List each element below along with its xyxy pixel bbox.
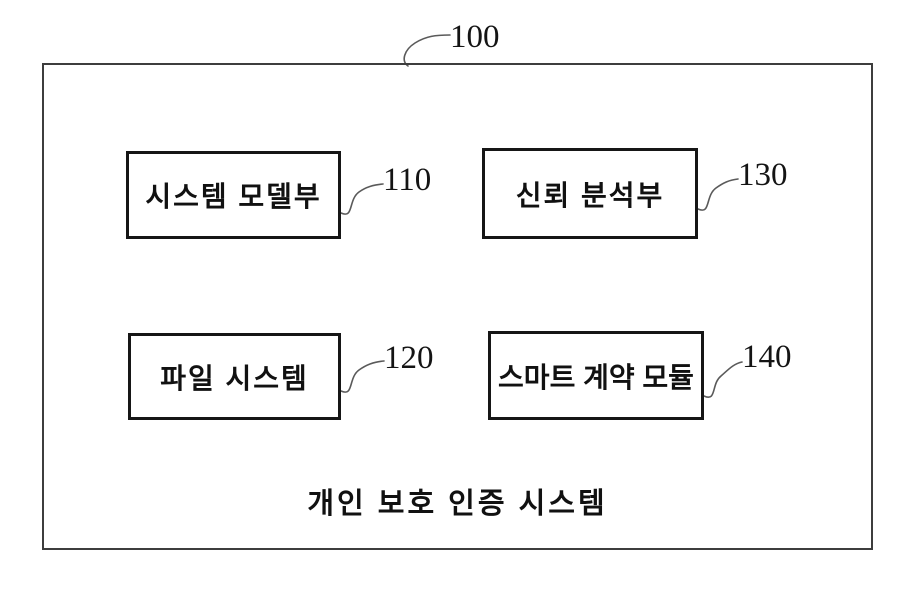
ref-label-120: 120 — [384, 340, 434, 376]
module-box-system-model: 시스템 모델부 — [126, 151, 341, 239]
module-label: 시스템 모델부 — [145, 181, 322, 212]
ref-label-110: 110 — [383, 162, 432, 198]
module-label: 스마트 계약 모듈 — [498, 361, 694, 393]
ref-label-100: 100 — [450, 19, 500, 55]
system-boundary-box — [42, 63, 873, 550]
module-label: 파일 시스템 — [160, 362, 309, 394]
figure-caption: 개인 보호 인증 시스템 — [307, 488, 608, 520]
module-box-file-system: 파일 시스템 — [128, 333, 341, 420]
module-box-trust-analysis: 신뢰 분석부 — [482, 148, 698, 239]
ref-label-140: 140 — [742, 339, 792, 375]
module-label: 신뢰 분석부 — [515, 179, 665, 211]
ref-label-130: 130 — [738, 157, 788, 193]
module-box-smart-contract: 스마트 계약 모듈 — [488, 331, 704, 420]
leader-line-100 — [403, 34, 451, 67]
